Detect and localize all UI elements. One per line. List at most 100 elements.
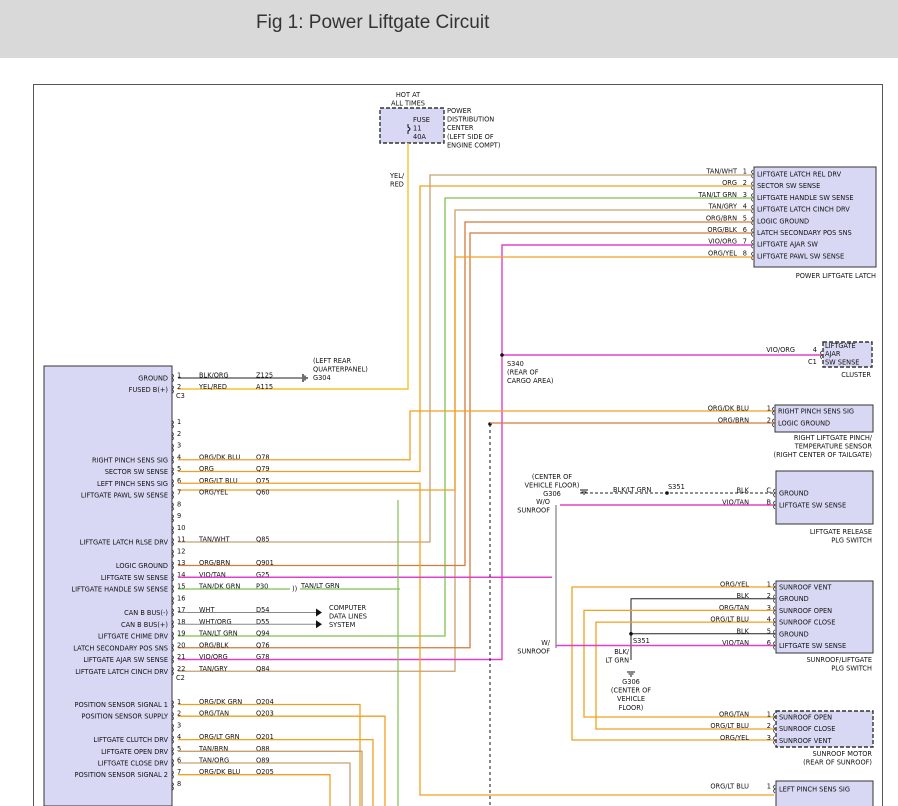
connector-mark [171,478,174,488]
connector-mark [171,700,174,709]
module-c3-circuit: Z125 [256,372,273,380]
right-pinch-wire-color: ORG/BRN [718,417,749,425]
module-c2-wire-color: ORG/BLK [199,641,229,649]
connector-mark [773,724,776,734]
module-c2-pin-num: 20 [177,641,185,649]
sunroof-switch-wire-color: BLK [736,592,749,600]
yel-red-label: RED [390,181,404,189]
connector-mark [751,251,754,261]
module-c1-circuit: Q88 [256,745,270,753]
connector-mark [773,629,776,639]
connector-mark [171,584,174,594]
module-c2-pin-num: 6 [177,477,181,485]
module-c2-pin-name: RIGHT PINCH SENS SIG [92,456,168,464]
connector-mark [773,784,776,794]
module-c1-wire-color: ORG/DK BLU [199,768,240,776]
blk-lt-grn-label-2: LT GRN [605,657,629,665]
sunroof-switch-pin-name: SUNROOF VENT [779,584,832,592]
release-wire-color: VIO/TAN [722,499,749,507]
module-c2-pin-name: CAN B BUS(-) [124,609,168,617]
connector-mark [171,631,174,641]
wire-c1 [178,762,351,806]
module-c1-circuit: Q89 [256,757,270,765]
connector-mark [171,549,174,559]
wire-tan-wht [178,174,753,543]
ground-g304-label: G304 [313,374,331,382]
latch-pin-num: 6 [743,226,747,234]
connector-mark [773,606,776,615]
sunroof-switch-pin-num: 6 [767,639,771,647]
blk-lt-grn-label-2: BLK/ [614,648,630,656]
module-c2-circuit: P30 [256,583,268,591]
connector-mark [171,770,174,780]
module-c2-pin-name: LIFTGATE SW SENSE [101,574,168,582]
connector-mark [171,596,174,606]
fuse-box [379,107,445,144]
module-c1-wire-color: ORG/DK GRN [199,698,242,706]
connector-mark [171,455,174,465]
latch-title: POWER LIFTGATE LATCH [796,272,876,280]
module-c2-pin-num: 8 [177,500,181,508]
connector-mark [773,488,776,498]
module-c2-pin-num: 11 [177,536,185,544]
module-c2-wire-color: ORG/YEL [199,489,228,497]
splice-s340-label: S340 [507,360,524,368]
module-c2-pin-num: 10 [177,524,185,532]
diagram-frame [33,84,883,806]
latch-pin-name: LIFTGATE HANDLE SW SENSE [757,194,854,202]
module-c2-circuit: Q79 [256,465,270,473]
module-c1-pin-num: 1 [177,698,181,706]
module-c1-circuit: Q205 [256,768,274,776]
latch-pin-num: 5 [743,214,747,222]
module-c2-wire-color: ORG [199,465,214,473]
latch-pin-num: 8 [743,249,747,257]
splice-s340-label: (REAR OF [507,369,539,377]
connector-mark [773,582,776,592]
module-c3-circuit: A115 [256,383,273,391]
module-c2-pin-name: LEFT PINCH SENS SIG [97,480,168,488]
connector-mark [751,239,754,249]
cluster-wire-color: VIO/ORG [766,346,795,354]
cluster-box [822,341,873,368]
module-c1-pin-name: POSITION SENSOR SUPPLY [81,713,169,721]
yel-red-label: YEL/ [389,172,405,180]
sunroof-switch-pin-name: GROUND [779,595,809,603]
module-c2-pin-name: LIFTGATE HANDLE SW SENSE [71,586,168,594]
g306b-label: FLOOR) [619,704,644,712]
module-c1-pin-name: LIFTGATE CLUTCH DRV [93,736,168,744]
wire-org-lt-blu [178,482,774,796]
module-c2-pin-name: LIFTGATE PAWL SW SENSE [81,492,168,500]
connector-mark [773,736,776,745]
latch-wire-color: ORG/BRN [706,214,737,222]
module-c2-circuit: Q94 [256,630,270,638]
inline-connector: )) [292,585,297,593]
module-c1-wire-color: TAN/ORG [198,757,229,765]
module-c2-wire-color: TAN/LT GRN [198,630,238,638]
sunroof-switch-wire-color: ORG/YEL [720,581,749,589]
latch-pin-name: LIFTGATE PAWL SW SENSE [757,252,844,260]
latch-wire-color: ORG [722,179,737,187]
g306-label: G306 [543,490,561,498]
sunroof-motor-box [775,710,874,748]
sunroof-switch-title: SUNROOF/LIFTGATE [806,656,872,664]
module-c2-pin-num: 3 [177,442,181,450]
module-c1-pin-name: POSITION SENSOR SIGNAL 2 [75,771,168,779]
sunroof-switch-pin-num: 4 [767,616,771,624]
latch-pin-name: SECTOR SW SENSE [757,182,820,190]
fuse-symbol [407,124,411,134]
sunroof-motor-pin-num: 3 [767,734,771,742]
wire-c1 [178,774,331,806]
sunroof-switch-wire-color: VIO/TAN [722,639,749,647]
latch-pin-num: 7 [743,238,747,246]
release-pin-name: LIFTGATE SW SENSE [779,502,846,510]
module-c2-pin-num: 2 [177,430,181,438]
connector-mark [772,406,775,416]
release-wire-color: BLK [736,487,749,495]
module-c2-pin-num: 18 [177,618,185,626]
module-c1-pin-num: 5 [177,745,181,753]
sunroof-switch-wire-color: ORG/LT BLU [710,616,749,624]
module-c2-pin-num: 9 [177,512,181,520]
module-c3-pin-name: GROUND [138,375,168,383]
sunroof-motor-wire-color: ORG/TAN [719,711,749,719]
pdc-label: DISTRIBUTION [447,116,494,124]
